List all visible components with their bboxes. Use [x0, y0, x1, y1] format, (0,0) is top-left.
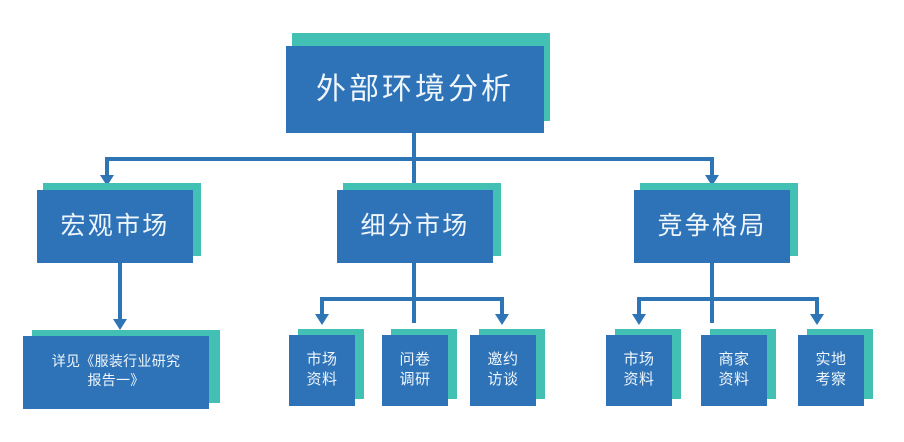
arrow-macro-to-report	[113, 319, 127, 330]
connector-level2-bus	[105, 157, 714, 161]
node-segment-interview[interactable]: 邀约 访谈	[470, 329, 548, 411]
connector-segment-stem	[412, 263, 416, 303]
connector-competition-mid-drop	[710, 297, 714, 323]
node-macro-market-face[interactable]: 宏观市场	[37, 190, 193, 263]
arrow-to-competition	[705, 175, 719, 186]
node-segment-interview-face[interactable]: 邀约 访谈	[470, 335, 536, 406]
node-segment-market-data[interactable]: 市场 资料	[289, 329, 367, 411]
node-segment-questionnaire-face[interactable]: 问卷 调研	[382, 335, 448, 406]
node-segmented-market[interactable]: 细分市场	[337, 183, 507, 264]
node-segment-market-data-face[interactable]: 市场 资料	[289, 335, 355, 406]
connector-root-stem	[412, 125, 416, 173]
node-report-reference[interactable]: 详见《服装行业研究 报告一》	[23, 330, 223, 412]
connector-competition-stem	[710, 263, 714, 303]
connector-competition-right-drop	[815, 297, 819, 316]
node-competition-merchant-data[interactable]: 商家 资料	[701, 329, 779, 411]
arrow-competition-market-data	[632, 314, 646, 325]
connector-macro-to-report	[118, 263, 122, 321]
arrow-to-macro	[100, 175, 114, 186]
connector-competition-left-drop	[637, 297, 641, 316]
arrow-segment-interview	[495, 314, 509, 325]
node-competitive-landscape-face[interactable]: 竞争格局	[634, 190, 790, 263]
node-segment-questionnaire[interactable]: 问卷 调研	[382, 329, 460, 411]
connector-segment-left-drop	[320, 297, 324, 316]
node-segmented-market-face[interactable]: 细分市场	[337, 190, 493, 263]
connector-to-competition	[710, 157, 714, 177]
node-competition-field-visit[interactable]: 实地 考察	[798, 329, 876, 411]
connector-competition-bus	[637, 297, 819, 301]
node-report-reference-face[interactable]: 详见《服装行业研究 报告一》	[23, 336, 209, 409]
node-macro-market[interactable]: 宏观市场	[37, 183, 207, 264]
node-root-face[interactable]: 外部环境分析	[286, 46, 544, 133]
node-root[interactable]: 外部环境分析	[286, 33, 556, 133]
arrow-segment-market-data	[315, 314, 329, 325]
node-competition-field-visit-face[interactable]: 实地 考察	[798, 335, 864, 406]
node-competition-market-data[interactable]: 市场 资料	[606, 329, 684, 411]
arrow-competition-field-visit	[810, 314, 824, 325]
connector-segment-mid-drop	[412, 297, 416, 323]
connector-to-segment	[412, 157, 416, 185]
connector-to-macro	[105, 157, 109, 177]
node-competitive-landscape[interactable]: 竞争格局	[634, 183, 804, 264]
connector-segment-right-drop	[500, 297, 504, 316]
node-competition-merchant-data-face[interactable]: 商家 资料	[701, 335, 767, 406]
node-competition-market-data-face[interactable]: 市场 资料	[606, 335, 672, 406]
